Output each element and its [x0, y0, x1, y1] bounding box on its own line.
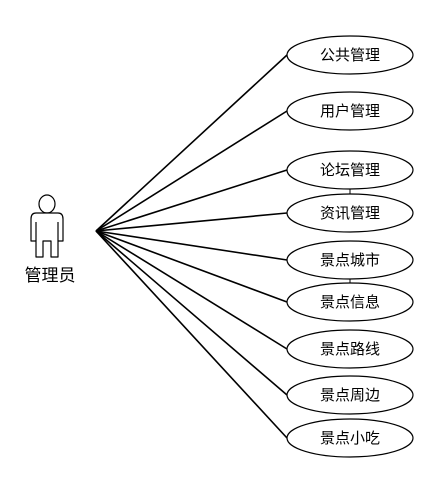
association-line — [95, 54, 288, 232]
person-icon — [30, 194, 64, 258]
use-case[interactable]: 用户管理 — [286, 91, 414, 131]
use-case-ellipse[interactable] — [286, 418, 414, 458]
use-case-ellipse[interactable] — [286, 375, 414, 415]
use-case-ellipse[interactable] — [286, 91, 414, 131]
use-case[interactable]: 论坛管理 — [286, 150, 414, 190]
association-line — [95, 230, 288, 303]
use-case-label: 景点路线 — [320, 340, 380, 358]
association-line — [95, 230, 288, 439]
use-case-label: 景点小吃 — [320, 429, 380, 447]
use-case[interactable]: 景点信息 — [286, 282, 414, 322]
actor-label: 管理员 — [25, 266, 76, 286]
use-case[interactable]: 公共管理 — [286, 35, 414, 75]
use-case-label: 景点信息 — [320, 293, 380, 311]
use-case-label: 景点周边 — [320, 386, 380, 404]
association-line — [95, 230, 288, 350]
use-case-ellipse[interactable] — [286, 193, 414, 233]
association-line — [95, 230, 288, 261]
association-line — [95, 212, 288, 232]
use-case[interactable]: 景点路线 — [286, 329, 414, 369]
use-case-label: 用户管理 — [320, 102, 380, 120]
use-case-ellipse[interactable] — [286, 282, 414, 322]
use-case[interactable]: 资讯管理 — [286, 193, 414, 233]
association-line — [95, 110, 288, 232]
association-line — [95, 230, 288, 396]
use-case-label: 景点城市 — [320, 251, 380, 269]
use-case-label: 公共管理 — [320, 46, 380, 64]
association-lines — [95, 54, 288, 439]
use-case-ellipse[interactable] — [286, 329, 414, 369]
use-case[interactable]: 景点城市 — [286, 240, 414, 280]
association-line — [95, 169, 288, 232]
use-case-ellipse[interactable] — [286, 240, 414, 280]
actor: 管理员 — [25, 194, 76, 286]
use-case-label: 论坛管理 — [320, 161, 380, 179]
use-case[interactable]: 景点周边 — [286, 375, 414, 415]
use-case-label: 资讯管理 — [320, 204, 380, 222]
use-case-ellipse[interactable] — [286, 35, 414, 75]
use-case-ellipse[interactable] — [286, 150, 414, 190]
use-case[interactable]: 景点小吃 — [286, 418, 414, 458]
